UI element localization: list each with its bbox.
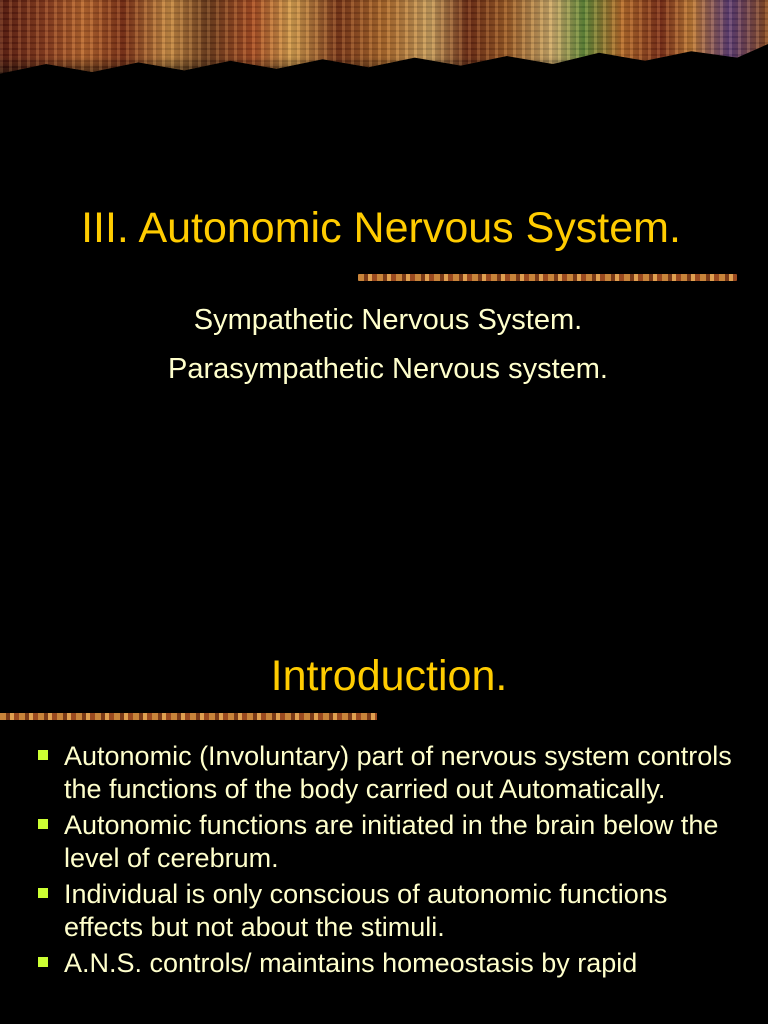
subtitle-parasympathetic: Parasympathetic Nervous system. bbox=[168, 353, 608, 385]
decorative-divider bbox=[0, 713, 377, 720]
square-bullet-icon bbox=[38, 750, 48, 760]
list-item: Autonomic (Involuntary) part of nervous … bbox=[36, 740, 736, 805]
square-bullet-icon bbox=[38, 819, 48, 829]
subtitle-sympathetic: Sympathetic Nervous System. bbox=[193, 304, 583, 336]
bullet-list: Autonomic (Involuntary) part of nervous … bbox=[36, 740, 736, 984]
square-bullet-icon bbox=[38, 888, 48, 898]
list-item: Autonomic functions are initiated in the… bbox=[36, 809, 736, 874]
list-item: A.N.S. controls/ maintains homeostasis b… bbox=[36, 947, 736, 980]
decorative-divider bbox=[358, 274, 737, 281]
slide-title-heading: III. Autonomic Nervous System. bbox=[81, 204, 681, 252]
list-item: Individual is only conscious of autonomi… bbox=[36, 878, 736, 943]
slide-introduction: Introduction. Autonomic (Involuntary) pa… bbox=[0, 640, 768, 1024]
decorative-banner-image bbox=[0, 0, 768, 74]
bullet-text: Autonomic (Involuntary) part of nervous … bbox=[64, 741, 732, 804]
square-bullet-icon bbox=[38, 957, 48, 967]
slide-title: III. Autonomic Nervous System. Sympathet… bbox=[0, 0, 768, 385]
bullet-text: Individual is only conscious of autonomi… bbox=[64, 879, 668, 942]
bullet-text: Autonomic functions are initiated in the… bbox=[64, 810, 719, 873]
introduction-heading: Introduction. bbox=[270, 652, 508, 700]
bullet-text: A.N.S. controls/ maintains homeostasis b… bbox=[64, 948, 638, 978]
